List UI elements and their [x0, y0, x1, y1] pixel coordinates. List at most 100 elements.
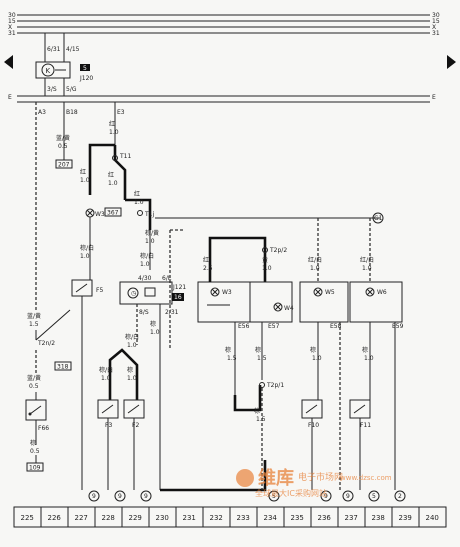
fuse-f66-label: F66 [38, 425, 49, 432]
ground-mark-2: 9 [118, 493, 122, 500]
wire-w24-size: 1.0 [127, 375, 137, 382]
module-label: J121 [172, 284, 186, 291]
bus-label-31: 31 [432, 30, 440, 37]
wire-w18-size: 1.5 [257, 355, 267, 362]
wire-w8-size: 0.5 [29, 383, 39, 390]
wire-w13-color: 红 [203, 256, 209, 264]
column-number-226: 226 [48, 514, 62, 522]
module-j121: T1j 红 1.0 G1 棕/黄 1.0 棕/白 1.0 ◷ 4/30 6/L … [119, 190, 384, 492]
wire-w22-size: 1.0 [127, 342, 137, 349]
wire-w4-size: 1.0 [108, 180, 118, 187]
connector-t2p1: T2p/1 [266, 382, 284, 389]
bottom-mark-1: 5 [272, 493, 276, 500]
ref-207: 207 [58, 162, 70, 169]
rail-e-label-left: E [8, 94, 12, 101]
wire-w1-size: 0.5 [58, 143, 68, 150]
lamp-w6-icon [365, 287, 375, 297]
watermark: 维库 电子市场网 www.dzsc.com 全球最大IC采购网站 [236, 467, 392, 498]
fuse-f3-label: F3 [105, 422, 112, 429]
column-number-229: 229 [129, 514, 142, 522]
bottom-mark-5: 2 [398, 493, 402, 500]
wire-w13-size: 2.5 [203, 265, 213, 272]
connector-8-s: 8/S [139, 309, 149, 316]
wire-w5-color: 红 [134, 190, 140, 198]
module-clock-icon [127, 287, 139, 299]
wire-w9-color: 棕 [30, 439, 36, 447]
wire-w3-size: 1.0 [80, 177, 90, 184]
bus-label-x-left: X [8, 24, 12, 31]
column-number-227: 227 [75, 514, 88, 522]
lamp-w4-label: W4 [284, 305, 294, 312]
lamp-box-w5 [299, 281, 349, 323]
wire-w22-color: 棕/白 [125, 333, 139, 341]
ground-mark-1: 9 [92, 493, 96, 500]
connector-4-30: 4/30 [138, 275, 152, 282]
connector-4-15: 4/15 [66, 46, 80, 53]
ref-367-box [104, 207, 122, 217]
connector-t11: T11 [119, 153, 131, 160]
rail-e: E E A3 B18 E3 [8, 94, 436, 116]
lamp-box-w6 [349, 281, 403, 323]
column-number-239: 239 [399, 514, 412, 522]
wire-w15-size: 1.0 [310, 265, 320, 272]
relay-coil-icon [41, 63, 55, 77]
wire-w6-color: 棕/白 [80, 244, 94, 252]
relay-j120: 6/31 4/15 K 5 J120 3/S 5/G [35, 33, 93, 96]
wire-w14-color: 黄 [262, 256, 268, 264]
wire-w17-color: 棕 [225, 346, 231, 354]
lamp-w-label: W3 [222, 289, 232, 296]
wire-w2-size: 1.0 [109, 129, 119, 136]
connector-t1j: T1j [144, 211, 154, 218]
wire-w18-color: 棕 [255, 346, 261, 354]
bus-label-15-left: 15 [8, 18, 16, 25]
wire-w11-size: 1.0 [140, 261, 150, 268]
lamp-w3-label: W3 [95, 211, 105, 218]
wire-w11-color: 棕/白 [140, 252, 154, 260]
lamp-w4-icon [273, 302, 283, 312]
lamp-box-w [197, 281, 251, 323]
ground-g1-icon [372, 212, 384, 224]
nav-right-arrow-icon[interactable] [447, 55, 456, 69]
column-number-234: 234 [264, 514, 278, 522]
column-number-225: 225 [21, 514, 34, 522]
bottom-mark-4: 5 [372, 493, 376, 500]
wire-w21-size: 1.0 [364, 355, 374, 362]
wire-w15-color: 红/白 [308, 256, 322, 264]
ref-109: 109 [29, 465, 41, 472]
nav-left-arrow-icon[interactable] [4, 55, 13, 69]
fuse-cluster-f3-f2: 棕/白 1.0 棕/白 1.0 棕 1.0 F3 F2 [97, 333, 145, 490]
wire-w12-size: 1.0 [150, 329, 160, 336]
fuse-f2-label: F2 [132, 422, 139, 429]
node-e3: E3 [117, 109, 125, 116]
relay-box [35, 61, 71, 79]
lamp-w-icon [210, 287, 220, 297]
connector-t2p2: T2p/2 [269, 247, 287, 254]
lamp-w5-icon [313, 287, 323, 297]
watermark-logo-icon [236, 469, 254, 487]
wire-w23-size: 1.0 [101, 375, 111, 382]
module-tag-box [172, 293, 184, 301]
wire-w16-size: 1.0 [362, 265, 372, 272]
ref-367: 367 [107, 210, 119, 217]
rail-e-label-right: E [432, 94, 436, 101]
wire-w1-color: 蓝/黄 [56, 134, 70, 142]
b18-column: 蓝/黄 0.5 207 [55, 102, 73, 169]
under-relay-3s: 3/S [47, 86, 57, 93]
watermark-slogan: 全球最大IC采购网站 [255, 488, 327, 498]
column-number-236: 236 [318, 514, 332, 522]
wire-w20-size: 1.0 [312, 355, 322, 362]
bus-label-x: X [432, 24, 436, 31]
socket-e56: E56 [238, 323, 250, 330]
column-number-231: 231 [183, 514, 196, 522]
wire-w9-size: 0.5 [30, 448, 40, 455]
connector-6-31: 6/31 [47, 46, 61, 53]
connector-2-31: 2/31 [165, 309, 179, 316]
ref-207-box [55, 159, 73, 169]
lamp-w5-label: W5 [325, 289, 335, 296]
wire-w24-color: 棕 [127, 366, 133, 374]
column-number-233: 233 [237, 514, 250, 522]
bus-label-30-left: 30 [8, 12, 16, 19]
ref-109-box [26, 462, 44, 472]
wire-w8-color: 蓝/黄 [27, 374, 41, 382]
